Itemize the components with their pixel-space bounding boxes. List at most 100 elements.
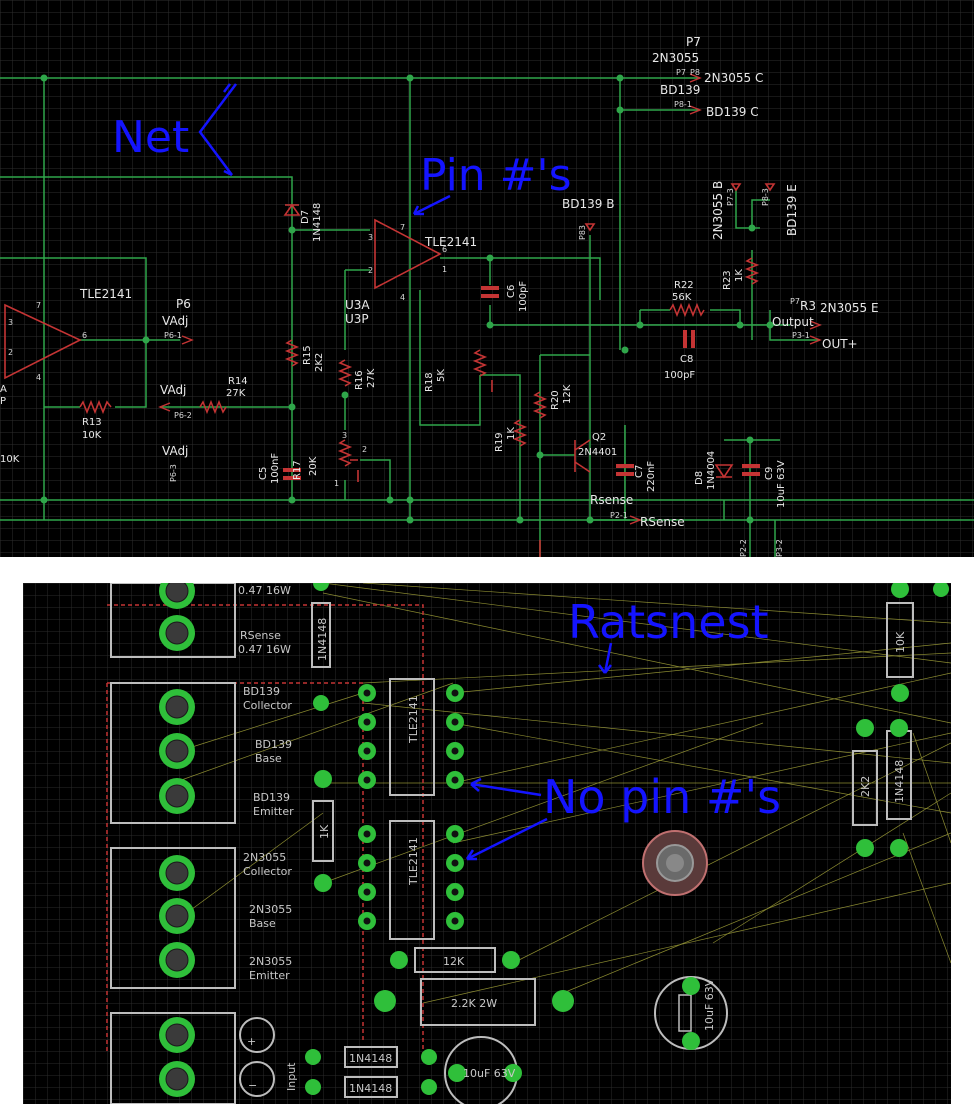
r22-value: 56K: [672, 292, 692, 303]
c5-label: C5: [258, 467, 269, 480]
r19-label: R19: [494, 432, 505, 452]
annotation-no-pin-numbers: No pin #'s: [543, 770, 781, 824]
diode-d7-symbol: [283, 203, 301, 216]
u3b-pin-vdd: 7: [36, 301, 41, 310]
u3a-pin-minus: 3: [368, 233, 373, 242]
r23-value: 1K: [734, 269, 745, 282]
d8-label: D8: [694, 471, 705, 485]
resistor-r22-symbol: [669, 302, 705, 318]
diode-d8-symbol: [714, 464, 734, 479]
pot-r17-symbol: [337, 439, 353, 467]
c6-value: 100pF: [518, 281, 529, 312]
board-canvas[interactable]: 0.47 16W RSense 0.47 16W BD139 Collector…: [23, 583, 951, 1104]
net-2n3055-b: 2N3055 B: [711, 181, 725, 240]
q2-value: 2N4401: [578, 447, 617, 458]
net-p3-1: P3-1: [792, 331, 810, 340]
ic-u3b-outline: [389, 820, 435, 940]
c9-value: 10uF 63V: [776, 460, 787, 508]
r14-label: R14: [228, 376, 248, 387]
c8-value: 100pF: [664, 370, 695, 381]
silk-bd139-emitter-a: BD139: [253, 791, 290, 804]
terminal-block-rsense: [110, 583, 236, 658]
silk-2n3055-emitter-a: 2N3055: [249, 955, 292, 968]
cap-c8-symbol: [683, 330, 695, 348]
annotation-net: Net: [112, 112, 189, 163]
silk-d-top: 1N4148: [893, 760, 906, 803]
terminal-pads: [159, 583, 195, 1097]
net-p6-1: P6-1: [164, 331, 182, 340]
silk-r-1k: 1K: [318, 824, 331, 839]
resistor-r13-symbol: [79, 399, 112, 415]
net-vadj-3: VAdj: [162, 444, 188, 458]
cap-c6-symbol: [481, 286, 499, 298]
silk-2n3055-base-b: Base: [249, 917, 276, 930]
u3a-pin-vdd: 7: [400, 223, 405, 232]
silkscreen-labels: 0.47 16W RSense 0.47 16W BD139 Collector…: [238, 584, 294, 982]
u3b-pin-minus: 3: [8, 318, 13, 327]
opamp-u3b-labels: TLE2141 3 2 6 7 4 A P 10K: [0, 287, 132, 465]
silk-bd139-emitter-b: Emitter: [253, 805, 294, 818]
silk-plus: +: [247, 1035, 256, 1048]
silk-cap-63v: 10uF 63V: [703, 978, 716, 1031]
annotation-net-bracket: [198, 83, 237, 177]
ic1-label: TLE2141: [407, 695, 420, 744]
u3a-pkg: U3P: [345, 312, 369, 326]
net-vadj-1: VAdj: [162, 314, 188, 328]
opamp-u3a-symbol: [374, 218, 442, 290]
r13-label: R13: [82, 417, 102, 428]
net-out-plus: OUT+: [822, 337, 858, 351]
r18-value: 5K: [436, 369, 447, 382]
mounting-hole: [642, 830, 708, 896]
ic-u3-outline: [389, 678, 435, 796]
r19-value: 1K: [506, 427, 517, 440]
silk-cap-bottom: 10uF 63V: [463, 1067, 516, 1080]
net-2n3055-c: 2N3055 C: [704, 71, 763, 85]
silk-bd139-base-a: BD139: [255, 738, 292, 751]
c5-value: 100nF: [270, 453, 281, 484]
net-bd139-c: BD139 C: [706, 105, 759, 119]
axial-components: 1N4148 1K 12K 2.2K 2W 10K 2K2 1N4148 1N4…: [311, 602, 914, 1098]
silk-bd139-base-b: Base: [255, 752, 282, 765]
net-rsense: Rsense: [590, 493, 633, 507]
net-bd139-b: BD139 B: [562, 197, 614, 211]
axial-pads: [305, 583, 949, 1095]
net-p8: P8: [690, 68, 700, 77]
minus-circle-icon: [239, 1061, 275, 1097]
terminal-block-bd139: [110, 682, 236, 824]
power-input: + − Input: [239, 1017, 298, 1097]
electrolytic-caps: 10uF 63V 10uF 63V: [444, 976, 728, 1104]
schematic-parts: [4, 183, 776, 557]
opamp-u3b-symbol: [4, 303, 82, 380]
port-arrows: [158, 73, 822, 525]
board-annotations: Ratsnest No pin #'s: [465, 595, 781, 861]
resistor-r23-symbol: [744, 257, 760, 285]
net-r3: R3: [800, 299, 816, 313]
silk-2n3055-emitter-b: Emitter: [249, 969, 290, 982]
net-vadj-2: VAdj: [160, 383, 186, 397]
silk-d-1n4148-b: 1N4148: [349, 1082, 392, 1095]
d8-value: 1N4004: [706, 451, 717, 490]
net-rsense-2: RSense: [640, 515, 685, 529]
u3b-pin-plus: 2: [8, 348, 13, 357]
r22-label: R22: [674, 280, 694, 291]
silk-r-2k2: 2K2: [859, 776, 872, 797]
net-p7-2: P7: [676, 68, 686, 77]
d7-value: 1N4148: [312, 203, 323, 242]
u3a-part: U3A: [345, 298, 370, 312]
transistor-q2-symbol: [574, 439, 591, 473]
schematic-canvas[interactable]: TLE2141 3 2 6 7 4 A P 10K TLE2141 U3A U3…: [0, 0, 974, 557]
net-labels: P7 2N3055 P7 P8 2N3055 C BD139 P8-1 BD13…: [160, 35, 879, 557]
silk-2n3055-collector-b: Collector: [243, 865, 292, 878]
r20-label: R20: [550, 390, 561, 410]
net-p6-2: P6-2: [174, 411, 192, 420]
r16-label: R16: [354, 370, 365, 390]
c7-value: 220nF: [646, 461, 657, 492]
net-p83: P83: [578, 225, 587, 240]
resistor-r20-symbol: [532, 391, 548, 419]
annotation-ratsnest-arrow: [598, 642, 613, 674]
c8-label: C8: [680, 354, 693, 365]
pot-pin-1: 1: [334, 479, 339, 488]
ic-packages: TLE2141 TLE2141: [358, 678, 464, 940]
c6-label: C6: [506, 285, 517, 298]
net-p7-r3: P7: [790, 297, 800, 306]
